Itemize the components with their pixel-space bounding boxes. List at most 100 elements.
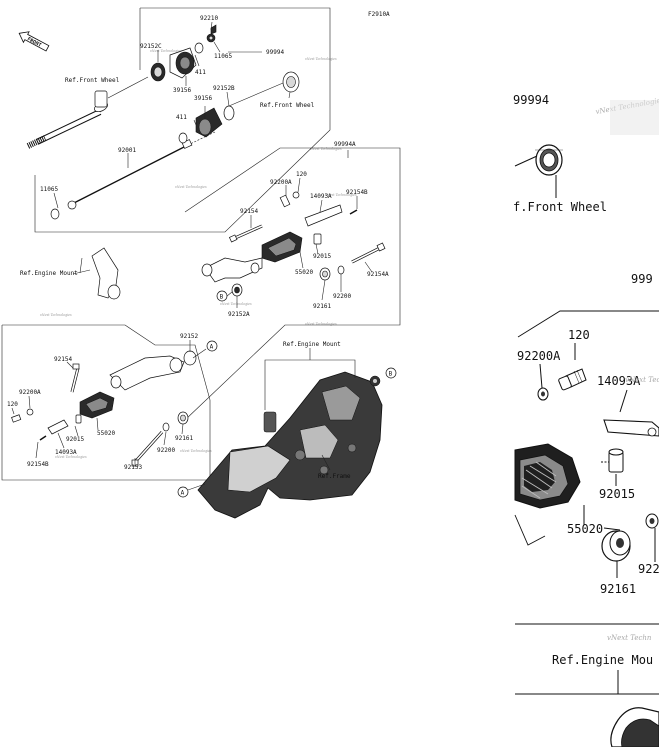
zoom-washer-hole [541, 391, 545, 397]
watermark: vNext Technologies [220, 302, 252, 306]
part-label: 92154 [54, 356, 72, 363]
part-labels: 92210 11065 99994 92152C 411 39156 39156… [7, 15, 389, 480]
main-diagram: F2910A FRONT vNext Technologies vNext Te… [1, 7, 401, 519]
front-axle [26, 90, 108, 149]
engine-mount-frame: B A [177, 348, 397, 519]
zoom-panel: 99994 vNext Technologies f.Front Wheel 9… [513, 93, 659, 747]
part-label: 92152A [228, 311, 250, 318]
part-label: 92200 [333, 293, 351, 300]
shaft-92001 [69, 144, 189, 206]
callout-b: B [220, 294, 224, 301]
part-label: Ref.Frame [318, 473, 351, 480]
part-label: Ref.Engine Mount [283, 341, 341, 348]
zoom-label: 55020 [567, 522, 603, 536]
front-badge-label: FRONT [26, 36, 42, 48]
zoom-frame-outline [517, 310, 659, 338]
part-label: 92161 [313, 303, 331, 310]
frame-slider-left [150, 24, 217, 82]
frame-outline-lower [1, 324, 211, 481]
watermark: vNext Technologies [305, 57, 337, 61]
part-label: 14093A [310, 193, 332, 200]
part-label: 11065 [40, 186, 58, 193]
part-label: 92001 [118, 147, 136, 154]
part-label: Ref.Front Wheel [65, 77, 120, 84]
figure-code: F2910A [368, 11, 390, 18]
zoom-label: f.Front Wheel [513, 200, 607, 214]
part-label: 99994A [334, 141, 356, 148]
part-label: 92200A [270, 179, 292, 186]
zoom-label: 14093A [597, 374, 641, 388]
zoom-leader [514, 155, 538, 167]
part-label: 411 [195, 69, 206, 76]
part-label: 92015 [66, 436, 84, 443]
zoom-label: 120 [568, 328, 590, 342]
zoom-label: 999 [631, 272, 653, 286]
watermark: vNext Technologies [310, 147, 342, 151]
part-label: 92154B [27, 461, 49, 468]
zoom-label: Ref.Engine Mou [552, 653, 653, 667]
leader [228, 82, 284, 107]
zoom-label: 92161 [600, 582, 636, 596]
zoom-plate [603, 419, 659, 437]
zoom-frame-outline [603, 527, 621, 531]
watermark: vNext Technologies [180, 449, 212, 453]
part-label: 92152B [213, 85, 235, 92]
part-label: 92154 [240, 208, 258, 215]
zoom-leader [539, 363, 543, 389]
zoom-watermark: vNext Techn [625, 376, 659, 384]
zoom-bearing [535, 144, 563, 176]
nut-11065 [67, 200, 77, 210]
zoom-watermark: vNext Techn [607, 634, 652, 642]
part-label: 120 [7, 401, 18, 408]
zoom-spacer-92015 [601, 448, 624, 473]
part-label: 120 [296, 171, 307, 178]
part-label: 92152 [180, 333, 198, 340]
part-label: 92154A [367, 271, 389, 278]
zoom-label: 922 [638, 562, 659, 576]
part-label: 55020 [97, 430, 115, 437]
part-label: 55020 [295, 269, 313, 276]
mount-bracket-left: A [11, 247, 218, 467]
zoom-frame-fragment-inner [621, 718, 659, 747]
zoom-watermark-bg [610, 100, 659, 135]
zoom-plate-hole [647, 427, 657, 437]
watermark: vNext Technologies [175, 185, 207, 189]
part-label: Ref.Engine Mount [20, 270, 78, 277]
zoom-grommet-92161 [601, 513, 659, 562]
zoom-label: 99994 [513, 93, 549, 107]
clip-11065 [50, 208, 60, 220]
zoom-leader [619, 389, 628, 413]
part-label: Ref.Front Wheel [260, 102, 315, 109]
part-label: 99994 [266, 49, 284, 56]
frame-outline-bracket [184, 147, 401, 421]
part-label: 92015 [313, 253, 331, 260]
part-label: 92153 [124, 464, 142, 471]
zoom-label: 92015 [599, 487, 635, 501]
leader-lines [11, 21, 373, 466]
front-arrow-icon: FRONT [18, 31, 50, 52]
callout-a: A [210, 344, 214, 351]
callout-b: B [389, 371, 393, 378]
part-label: 92210 [200, 15, 218, 22]
part-label: 92161 [175, 435, 193, 442]
watermark: vNext Technologies [150, 49, 182, 53]
frame-slider-right [178, 71, 300, 144]
part-label: 92200A [19, 389, 41, 396]
slider-bracket-upper: B [201, 191, 386, 302]
watermark: vNext Technologies [40, 313, 72, 317]
zoom-screw-120 [558, 368, 587, 391]
part-label: 39156 [194, 95, 212, 102]
part-label: 411 [176, 114, 187, 121]
watermark: vNext Technologies [55, 455, 87, 459]
watermark: vNext Technologies [325, 193, 357, 197]
part-label: 92154B [346, 189, 368, 196]
zoom-label: 92200A [517, 349, 561, 363]
watermark: vNext Technologies [305, 322, 337, 326]
frame-outline-upper [34, 7, 331, 233]
part-label: 92200 [157, 447, 175, 454]
part-label: 39156 [173, 87, 191, 94]
part-label: 11065 [214, 53, 232, 60]
callout-a: A [181, 490, 185, 497]
zoom-slider-pad [514, 443, 581, 509]
